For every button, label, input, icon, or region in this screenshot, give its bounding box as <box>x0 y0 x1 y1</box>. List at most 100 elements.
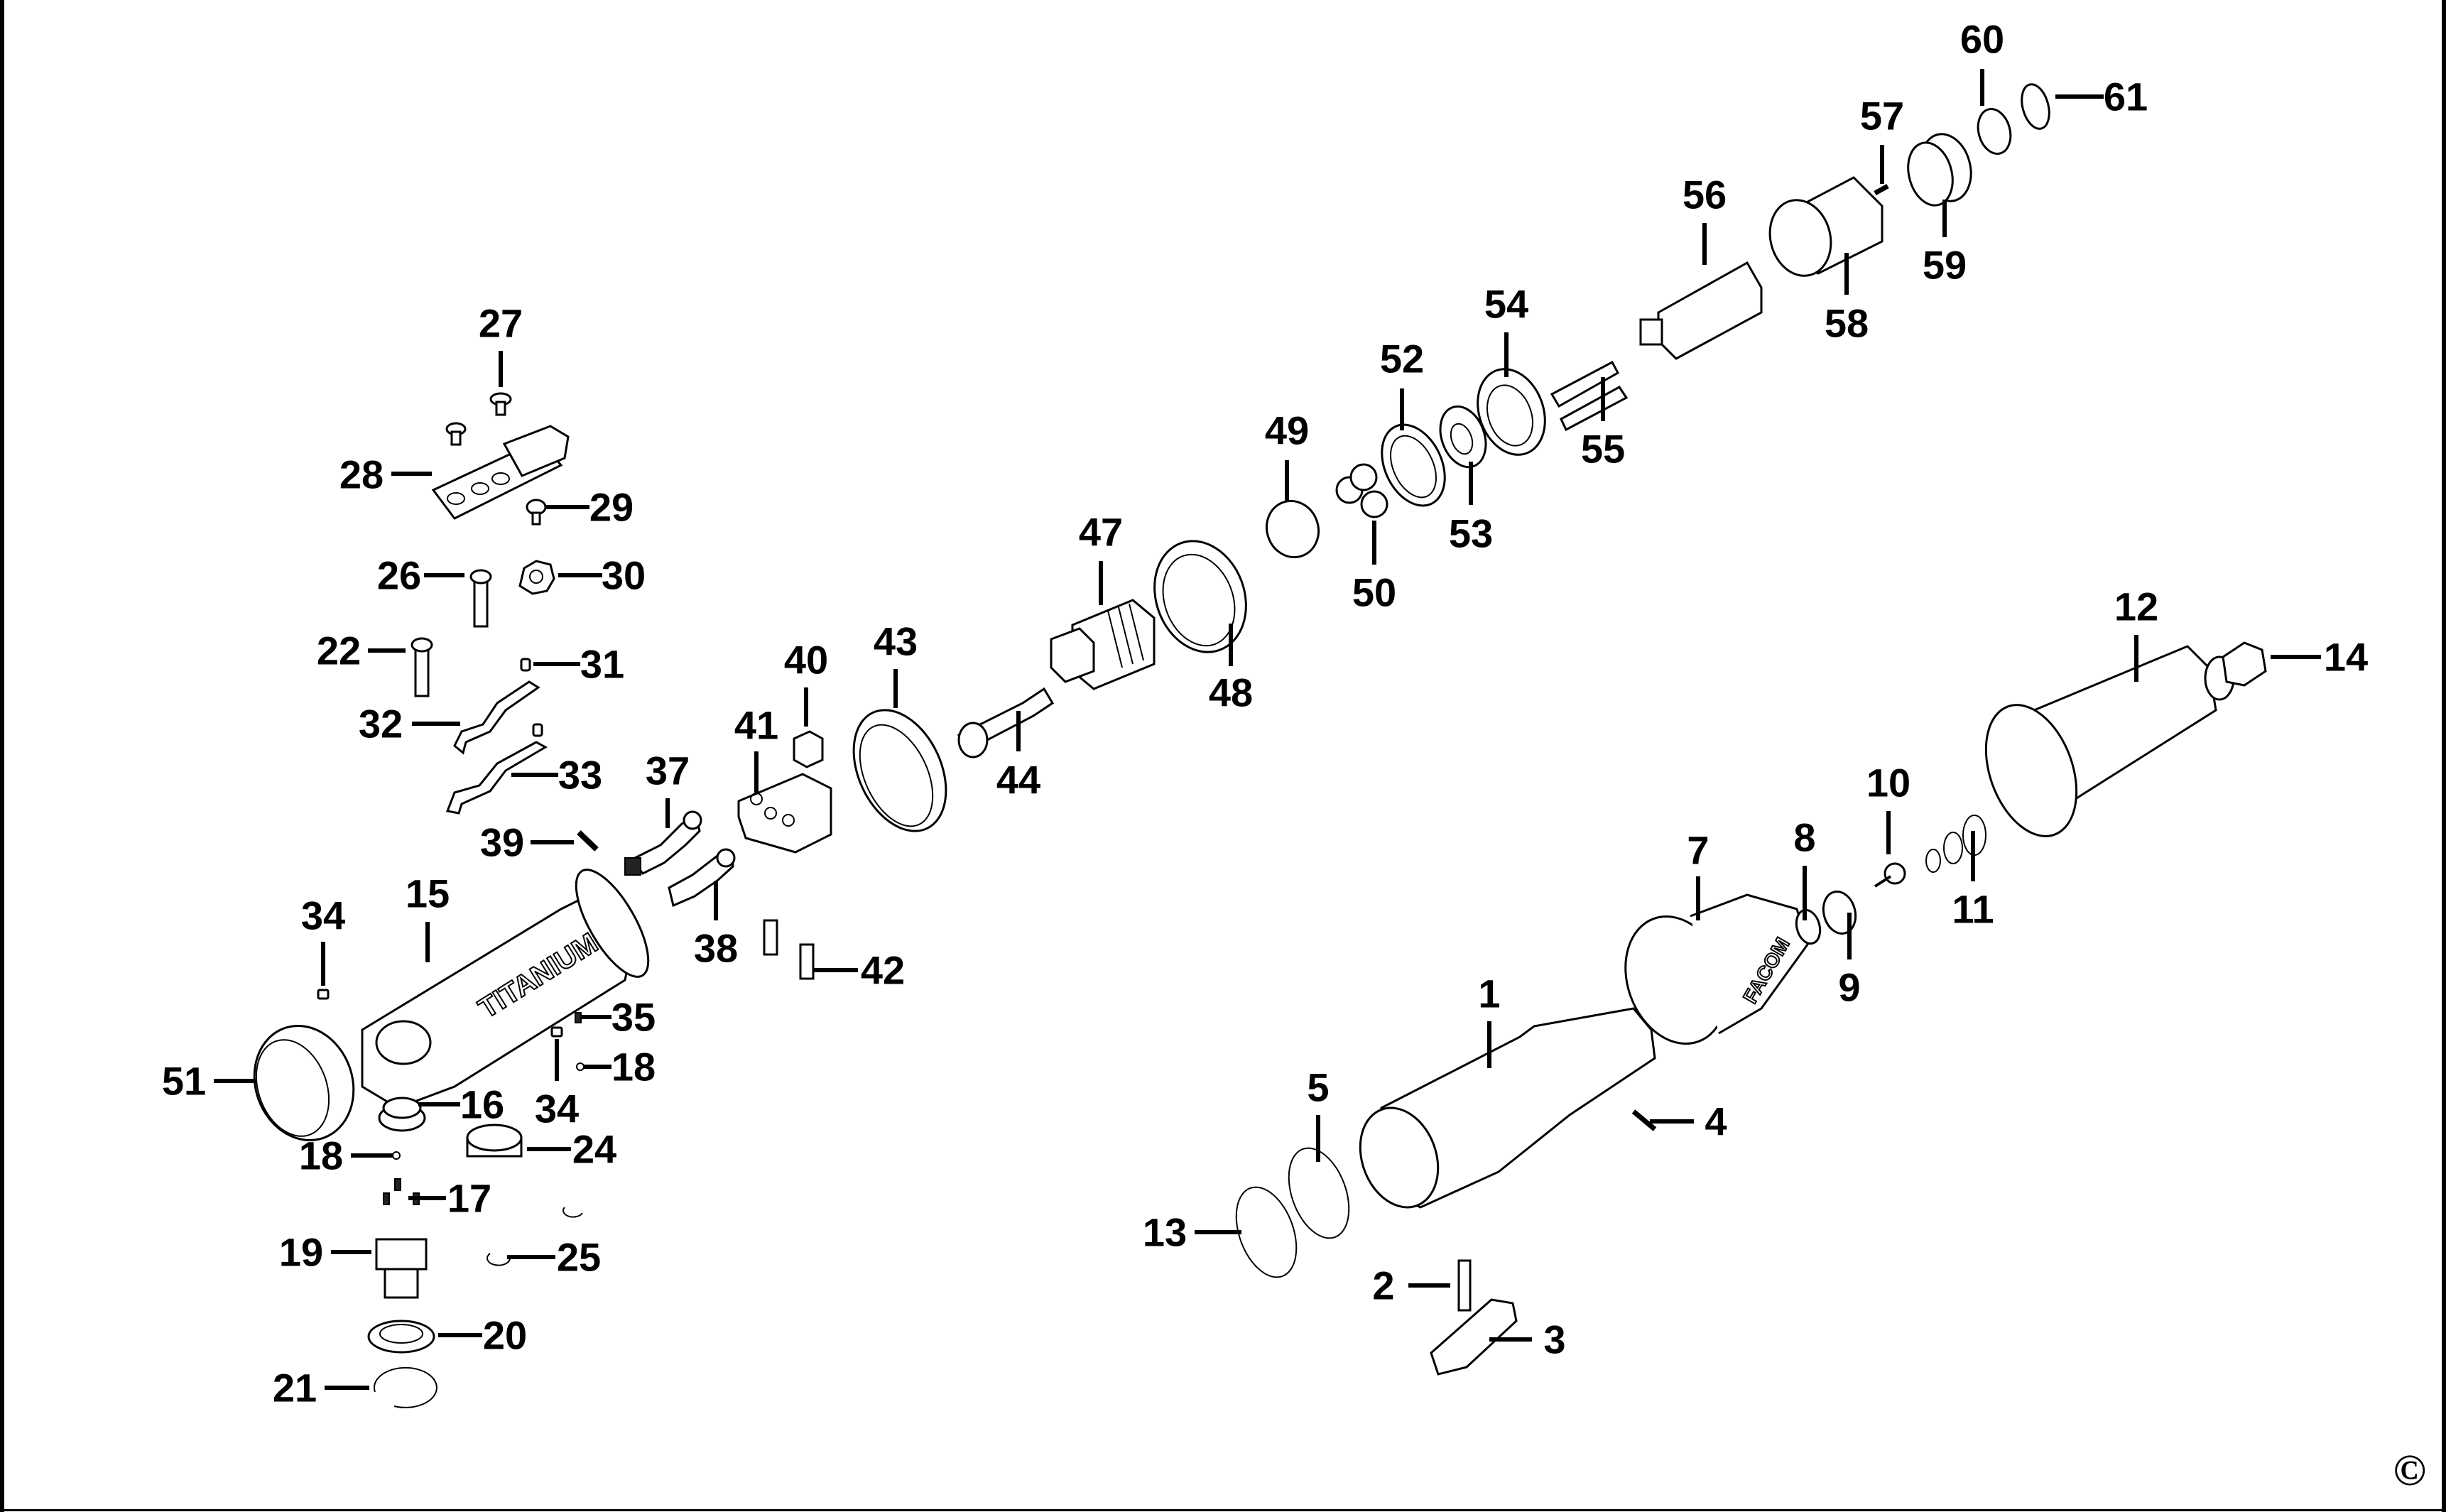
callout-c19: 19 <box>279 1230 371 1275</box>
callout-label: 47 <box>1079 510 1123 555</box>
callout-label: 12 <box>2114 584 2158 629</box>
part-24-knurled-knob <box>466 1124 523 1158</box>
callout-label: 4 <box>1705 1099 1727 1144</box>
part-49-planet-carrier <box>1266 499 1320 559</box>
copyright-mark: © <box>2393 1447 2426 1495</box>
part-61-seal <box>2021 83 2050 130</box>
callout-label: 1 <box>1478 972 1500 1016</box>
part-38-pawl <box>668 848 736 908</box>
callout-label: 56 <box>1683 173 1727 217</box>
callout-c34a: 34 <box>301 893 345 986</box>
callout-label: 32 <box>359 702 403 746</box>
callout-label: 37 <box>646 749 690 793</box>
callout-label: 50 <box>1352 570 1396 615</box>
callout-c20: 20 <box>438 1313 527 1358</box>
callout-label: 42 <box>861 948 905 993</box>
callout-label: 61 <box>2104 75 2148 119</box>
callout-c44: 44 <box>996 711 1040 803</box>
callout-label: 40 <box>784 638 828 682</box>
frame-border-bottom <box>0 1509 2446 1511</box>
part-60-bearing <box>1977 108 2012 155</box>
callout-c43: 43 <box>874 619 918 708</box>
part-33-lever <box>445 723 548 815</box>
part-42-pins <box>763 919 815 980</box>
callout-c13: 13 <box>1143 1210 1241 1255</box>
callout-c57: 57 <box>1860 94 1904 184</box>
callout-label: 34 <box>535 1087 579 1131</box>
callout-c18b: 18 <box>584 1045 656 1089</box>
callout-label: 7 <box>1687 828 1709 873</box>
callout-c8: 8 <box>1793 815 1816 920</box>
callout-c3: 3 <box>1489 1317 1566 1362</box>
part-43-ring-nut <box>852 709 947 832</box>
callout-label: 20 <box>483 1313 527 1358</box>
part-5-o-ring <box>1288 1147 1350 1239</box>
part-20-washer <box>367 1320 435 1354</box>
callout-label: 34 <box>301 893 345 938</box>
callout-label: 39 <box>480 820 524 865</box>
callout-label: 49 <box>1265 408 1309 453</box>
part-15-ratchet-housing: TITANIUM <box>361 869 650 1109</box>
part-55-rotor-blades <box>1550 360 1629 432</box>
callout-c35: 35 <box>580 995 656 1040</box>
part-12-handle-sleeve <box>1984 645 2217 837</box>
part-3-trigger <box>1430 1298 1518 1376</box>
frame-border-right <box>2442 0 2446 1512</box>
callout-label: 48 <box>1209 670 1253 715</box>
callout-c56: 56 <box>1683 173 1727 265</box>
callout-c54: 54 <box>1484 282 1528 377</box>
callout-label: 54 <box>1484 282 1528 327</box>
callout-c25: 25 <box>507 1235 601 1280</box>
part-26-pin <box>469 569 492 628</box>
callout-label: 14 <box>2324 635 2368 680</box>
callout-label: 43 <box>874 619 918 664</box>
callout-c61: 61 <box>2055 75 2148 119</box>
part-4-pin <box>1631 1109 1657 1131</box>
callout-label: 15 <box>406 871 450 916</box>
part-56-rotor <box>1639 261 1763 360</box>
part-29-screw <box>526 499 547 526</box>
part-9-bushing <box>1822 890 1857 935</box>
part-25-e-clips <box>487 1207 583 1266</box>
callout-label: 19 <box>279 1230 323 1275</box>
part-35-spring <box>575 1012 582 1023</box>
callout-c11: 11 <box>1952 831 1994 932</box>
callout-c60: 60 <box>1960 17 2004 106</box>
callout-label: 53 <box>1449 511 1493 556</box>
callout-label: 44 <box>996 758 1040 803</box>
part-19-drive-anvil <box>375 1238 428 1299</box>
callout-c22: 22 <box>317 629 406 673</box>
callout-c37: 37 <box>646 749 690 828</box>
part-1-motor-housing <box>1359 1007 1656 1209</box>
part-44-drive-shaft <box>957 687 1055 758</box>
callout-label: 18 <box>612 1045 656 1089</box>
part-59-rear-plate <box>1907 133 1972 207</box>
part-27-screw <box>445 392 512 446</box>
callout-c18a: 18 <box>299 1133 393 1178</box>
callout-c28: 28 <box>339 452 432 497</box>
callout-label: 21 <box>273 1366 317 1410</box>
part-52-washer <box>1381 423 1446 507</box>
part-18-ball-lower <box>392 1151 401 1160</box>
callout-c27: 27 <box>479 301 523 387</box>
callout-label: 26 <box>377 553 421 598</box>
callout-c52: 52 <box>1380 337 1424 430</box>
callout-c40: 40 <box>784 638 828 727</box>
part-16-bushing <box>378 1097 426 1132</box>
callout-c2: 2 <box>1372 1263 1450 1308</box>
part-50-planet-gears <box>1335 463 1388 518</box>
callout-c7: 7 <box>1687 828 1710 920</box>
callout-label: 2 <box>1372 1263 1394 1308</box>
callout-c47: 47 <box>1079 510 1123 605</box>
part-18-ball-upper <box>576 1062 585 1071</box>
part-58-cylinder <box>1768 176 1884 277</box>
callout-label: 10 <box>1866 761 1910 805</box>
callout-c9: 9 <box>1838 913 1861 1010</box>
callout-c12: 12 <box>2114 584 2158 682</box>
callout-c34b: 34 <box>535 1039 579 1131</box>
part-48-threaded-housing <box>1153 540 1247 653</box>
callout-label: 57 <box>1860 94 1904 138</box>
part-57-pin <box>1874 183 1889 196</box>
